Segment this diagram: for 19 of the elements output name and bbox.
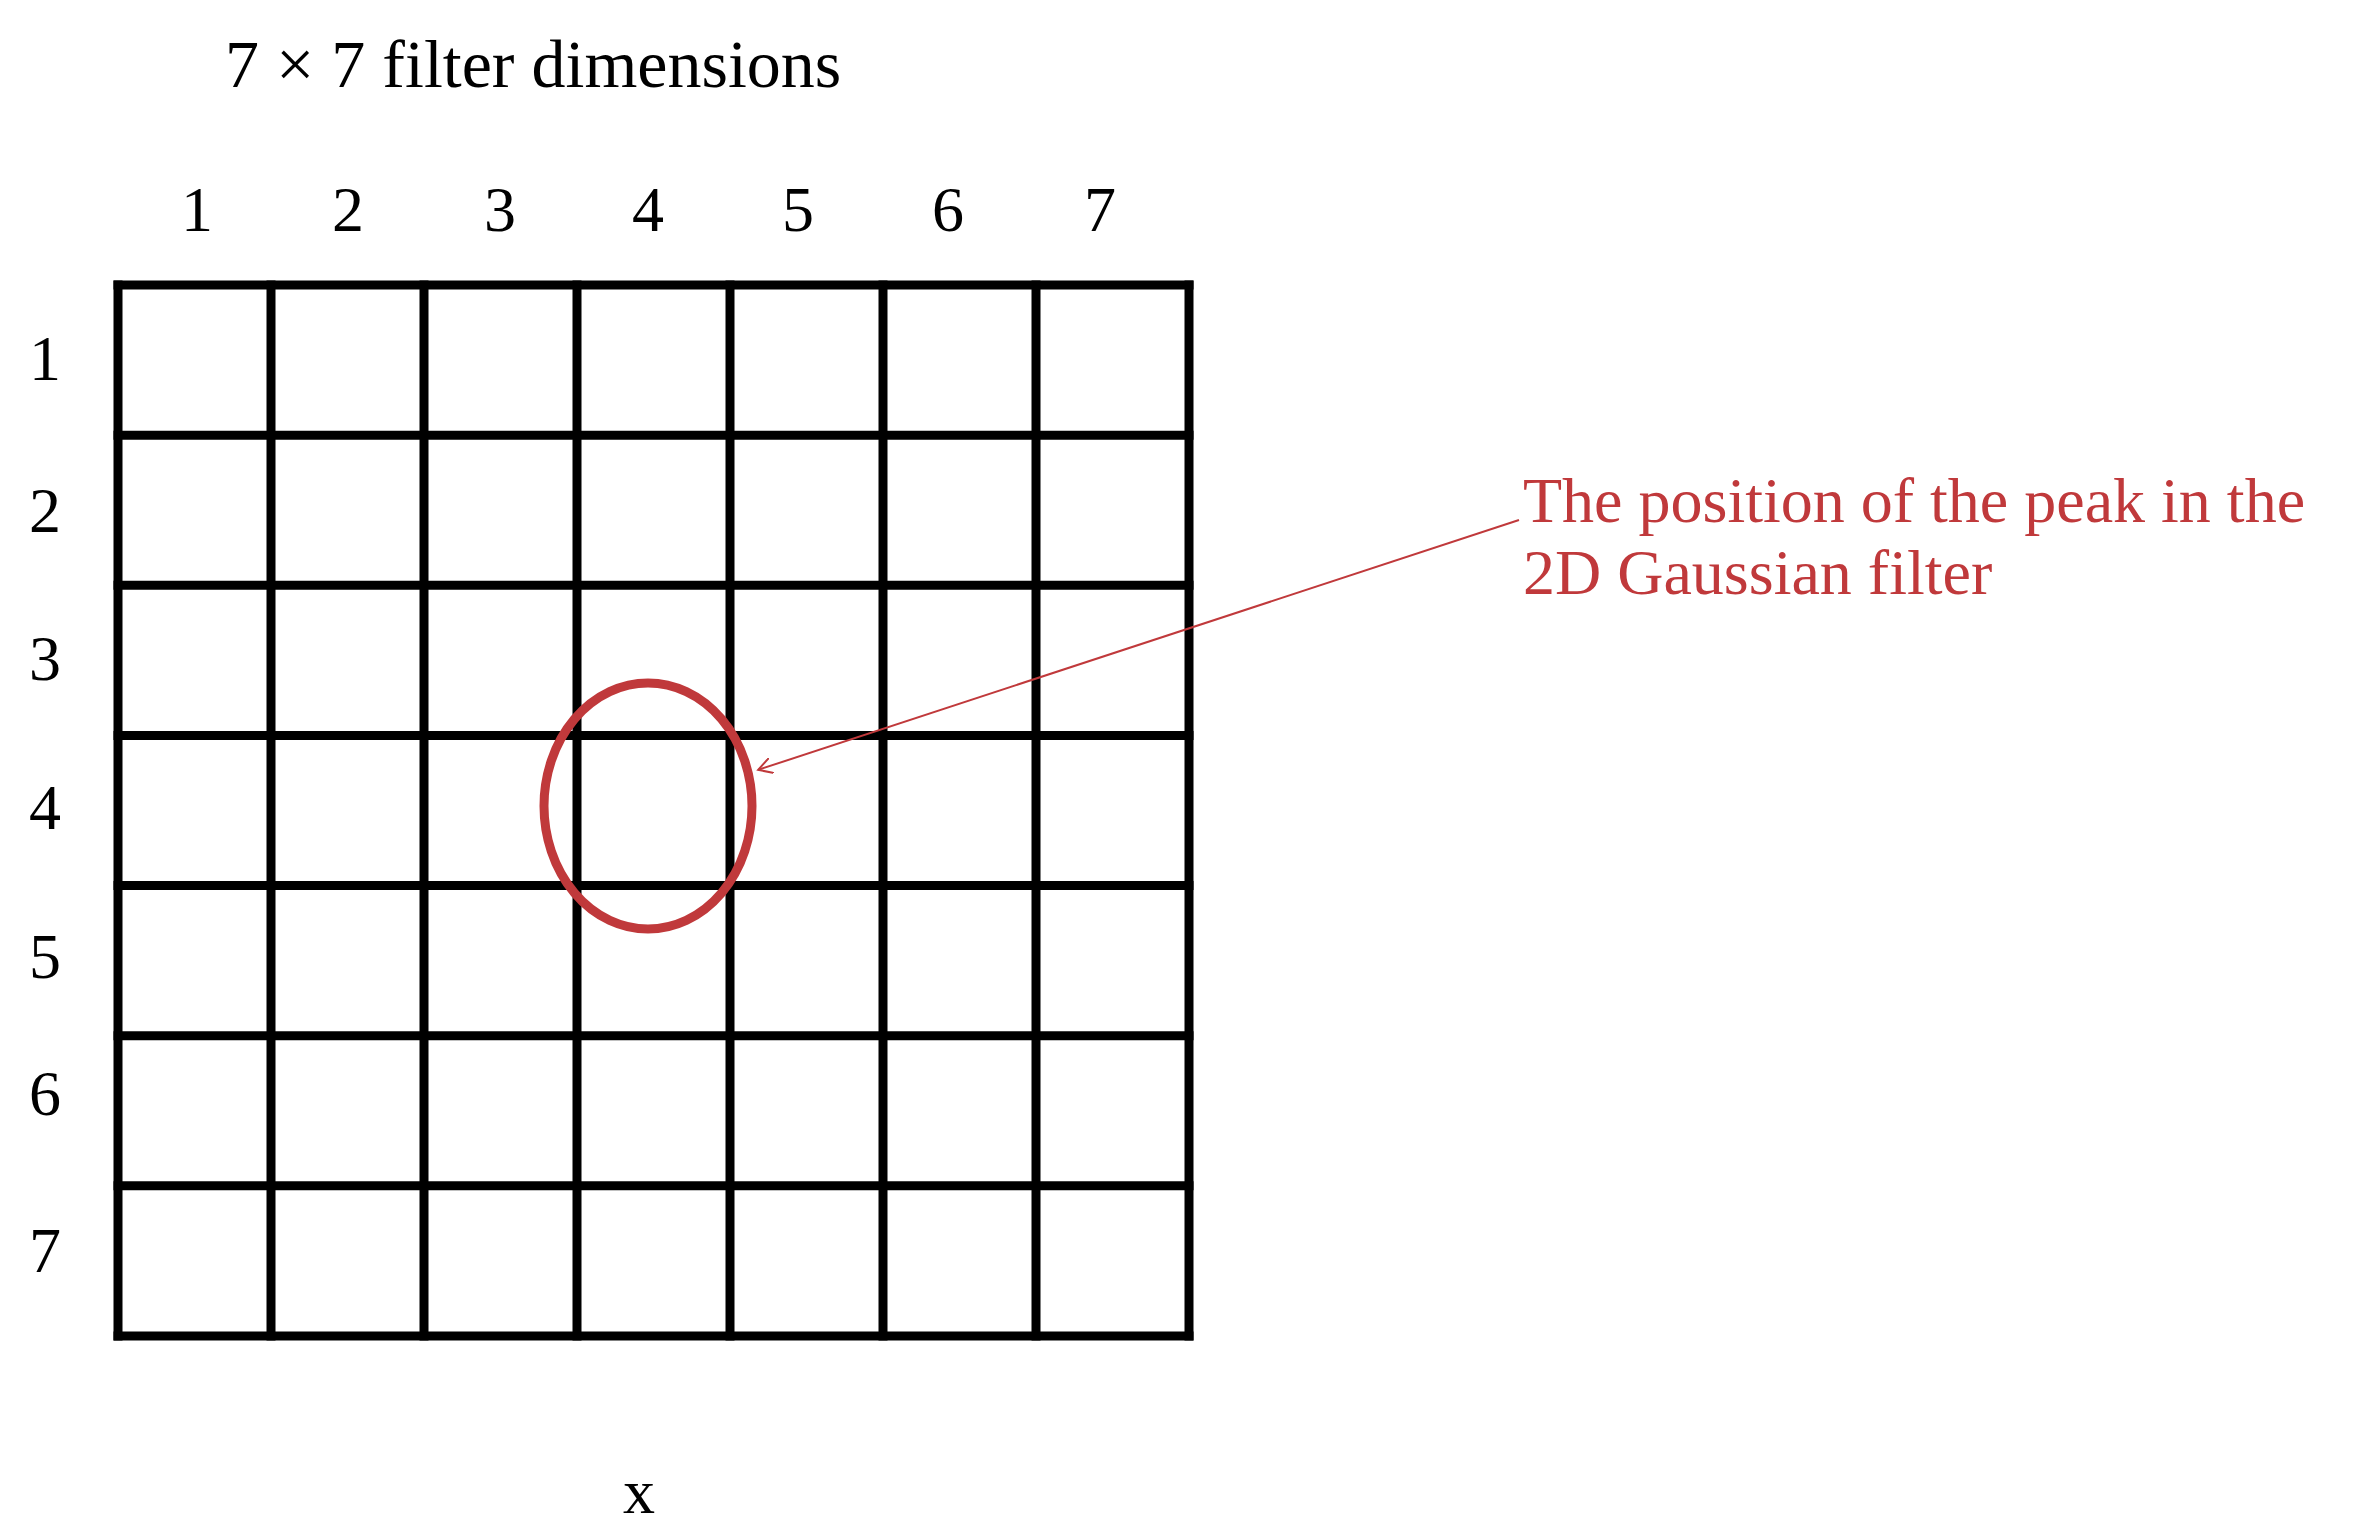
row-number: 3 bbox=[29, 627, 61, 691]
column-number: 7 bbox=[1084, 178, 1116, 242]
column-number: 1 bbox=[181, 178, 213, 242]
column-number: 5 bbox=[782, 178, 814, 242]
annotation-text: The position of the peak in the 2D Gaussian filter bbox=[1523, 465, 2363, 635]
highlight-ellipse bbox=[538, 677, 758, 935]
row-number: 4 bbox=[29, 776, 61, 840]
title: 7 × 7 filter dimensions bbox=[225, 30, 842, 98]
column-number: 2 bbox=[332, 178, 364, 242]
row-number: 5 bbox=[29, 925, 61, 989]
row-number: 2 bbox=[29, 479, 61, 543]
axis-label: x bbox=[623, 1460, 655, 1524]
row-number: 1 bbox=[29, 327, 61, 391]
column-number: 3 bbox=[484, 178, 516, 242]
row-number: 7 bbox=[29, 1219, 61, 1283]
row-number: 6 bbox=[29, 1062, 61, 1126]
column-number: 6 bbox=[932, 178, 964, 242]
column-number: 4 bbox=[632, 178, 664, 242]
arrow bbox=[757, 519, 1520, 775]
